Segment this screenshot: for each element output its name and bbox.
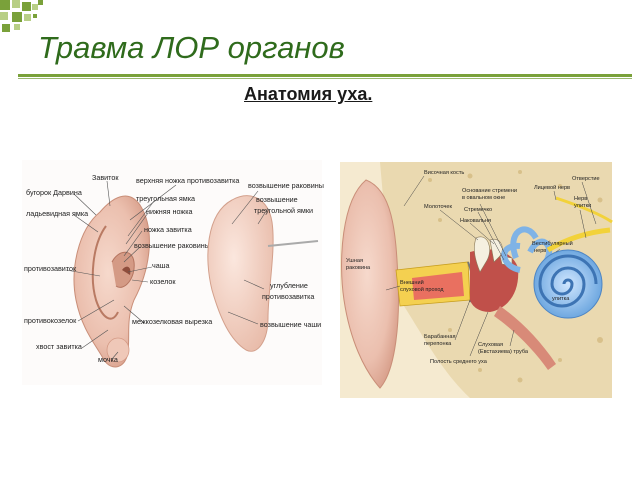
decor-square: [38, 0, 43, 5]
label-slukhovoy-prokhod: слуховой проход: [400, 286, 444, 293]
label-vestib-nerv: нерв: [534, 248, 546, 254]
outer-ear-back: возвышение раковины возвышение треугольн…: [207, 181, 324, 352]
label-litsevoy-nerv: Лицевой нерв: [534, 184, 570, 191]
cochlea-spiral: [538, 254, 598, 308]
malleus: [474, 236, 490, 273]
label-treug-yamka: треугольная ямка: [136, 194, 195, 203]
label-chasha: чаша: [152, 261, 170, 270]
label-molotochek: Молоточек: [424, 204, 453, 210]
label-osnovanie-stremeni: Основание стремени: [462, 188, 517, 194]
slide-subtitle: Анатомия уха.: [244, 84, 373, 104]
label-vozv-rakoviny: возвышение раковины: [134, 241, 210, 250]
label-verkh-nozhka: верхняя ножка противозавитка: [136, 176, 239, 185]
facial-nerve: [555, 196, 613, 224]
decor-square: [33, 14, 37, 18]
decor-square: [24, 14, 31, 21]
label-vneshny: Внешний: [400, 279, 424, 286]
back-view-stub: [267, 240, 319, 247]
decor-square: [22, 2, 31, 11]
label-mochka: мочка: [98, 355, 118, 364]
label-stremechko: Стремечко: [464, 207, 492, 213]
vestibulocochlear-nerve: [546, 227, 611, 253]
label-ushnaya: Ушная: [346, 258, 363, 264]
decor-square: [0, 12, 8, 20]
cochlea: [533, 249, 603, 319]
eustachian-tube: [494, 306, 556, 370]
label-nozhka-zavitka: ножка завитка: [144, 225, 192, 234]
label-protivokozelok: противокозелок: [24, 316, 77, 325]
title-divider: [18, 74, 632, 77]
outer-ear-back-leaders: [227, 190, 269, 325]
label-pereponka: перепонка: [424, 341, 452, 347]
label-protivozavitok: противозавиток: [24, 264, 77, 273]
auricle-section: [341, 179, 399, 389]
label-back-vozv-rakoviny: возвышение раковины: [248, 181, 324, 190]
label-evstakhieva-truba: (Евстахиева) труба: [478, 349, 529, 355]
label-back-uglublenie: углубление: [270, 281, 308, 290]
label-bugorok-darvina: бугорок Дарвина: [26, 188, 82, 197]
decor-square: [12, 12, 22, 22]
label-nizh-nozhka: нижняя ножка: [146, 207, 193, 216]
label-back-treug-yamki: треугольной ямки: [254, 206, 313, 215]
label-visochnaya-kost: Височная кость: [424, 170, 464, 176]
outer-ear-back-shape: [207, 195, 274, 352]
decor-square: [12, 0, 20, 8]
label-ulitka: улитка: [552, 296, 570, 302]
label-v-ovalnom-okne: в овальном окне: [462, 195, 505, 201]
label-nakovalnya: Наковальня: [460, 218, 491, 224]
decor-square: [0, 0, 10, 10]
earlobe: [106, 337, 130, 363]
label-otverstie: Отверстие: [572, 176, 600, 182]
label-nerv: Нерв: [574, 196, 587, 202]
label-khvost-zavitka: хвост завитка: [36, 342, 82, 351]
decor-square: [14, 24, 20, 30]
antihelix-ridge: [91, 225, 119, 320]
label-back-protivozavitka: противозавитка: [262, 292, 314, 301]
title-divider-thin: [18, 78, 632, 79]
label-zavitok: Завиток: [92, 173, 119, 182]
label-vestibulyarny: Вестибулярный: [532, 240, 573, 247]
slide-title: Травма ЛОР органов: [38, 30, 345, 65]
outer-ear-panel: [22, 160, 322, 385]
decor-square: [2, 24, 10, 32]
label-back-vozv-chashi: возвышение чаши: [260, 320, 321, 329]
label-kozelok: козелок: [150, 277, 176, 286]
inner-ear-leaders: [385, 175, 597, 357]
outer-ear-front: Завиток верхняя ножка противозавитка буг…: [22, 160, 322, 385]
inner-ear-section: Височная кость Основание стремени в овал…: [340, 162, 613, 398]
outer-ear-front-leaders: [65, 180, 177, 360]
ear-canal-lining: [412, 272, 464, 300]
ear-canal-opening: [122, 266, 131, 275]
label-polost-srednego-ukha: Полость среднего уха: [430, 359, 488, 365]
label-barabannaya: Барабанная: [424, 334, 456, 340]
label-rakovina: раковина: [346, 265, 371, 271]
label-back-vozv: возвышение: [256, 195, 298, 204]
label-slukhovaya: Слуховая: [478, 342, 503, 348]
label-ladevid-yamka: ладьевидная ямка: [26, 209, 88, 218]
label-mezhkozelk-vyrezka: межкозелковая вырезка: [132, 317, 212, 326]
label-ulitki: улитки: [574, 203, 591, 209]
decor-square: [32, 4, 38, 10]
